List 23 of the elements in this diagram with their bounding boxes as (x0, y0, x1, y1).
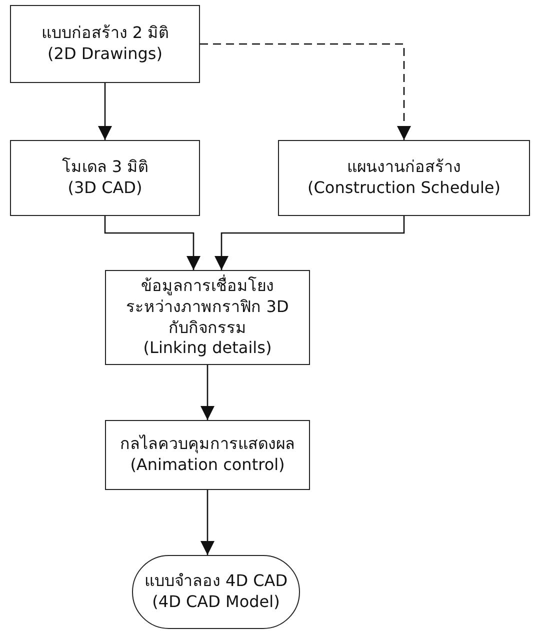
node-subtitle: (Animation control) (130, 455, 285, 476)
arrow (104, 216, 200, 270)
node-title: ข้อมูลการเชื่อมโยงระหว่างภาพกราฟิก 3D กับกิจกรรม (125, 276, 290, 338)
node-subtitle: (Construction Schedule) (308, 178, 500, 199)
node-subtitle: (Linking details) (143, 338, 272, 360)
arrow (98, 83, 112, 140)
node-title: โมเดล 3 มิติ (62, 157, 148, 178)
node-title: แบบจำลอง 4D CAD (144, 571, 288, 592)
arrow (200, 490, 214, 555)
process-box (10, 140, 200, 216)
arrow (214, 216, 405, 270)
node-subtitle: (2D Drawings) (48, 44, 162, 65)
process-box (278, 140, 530, 216)
process-box (105, 420, 310, 490)
process-box (10, 5, 200, 83)
node-subtitle: (3D CAD) (68, 178, 142, 199)
node-title: แผนงานก่อสร้าง (347, 157, 461, 178)
process-box (105, 270, 310, 365)
node-subtitle: (4D CAD Model) (152, 592, 280, 613)
arrow (200, 365, 214, 420)
node-title: แบบก่อสร้าง 2 มิติ (41, 23, 169, 44)
dashed-arrow (200, 43, 411, 140)
node-title: กลไลควบคุมการแสดงผล (120, 434, 295, 455)
